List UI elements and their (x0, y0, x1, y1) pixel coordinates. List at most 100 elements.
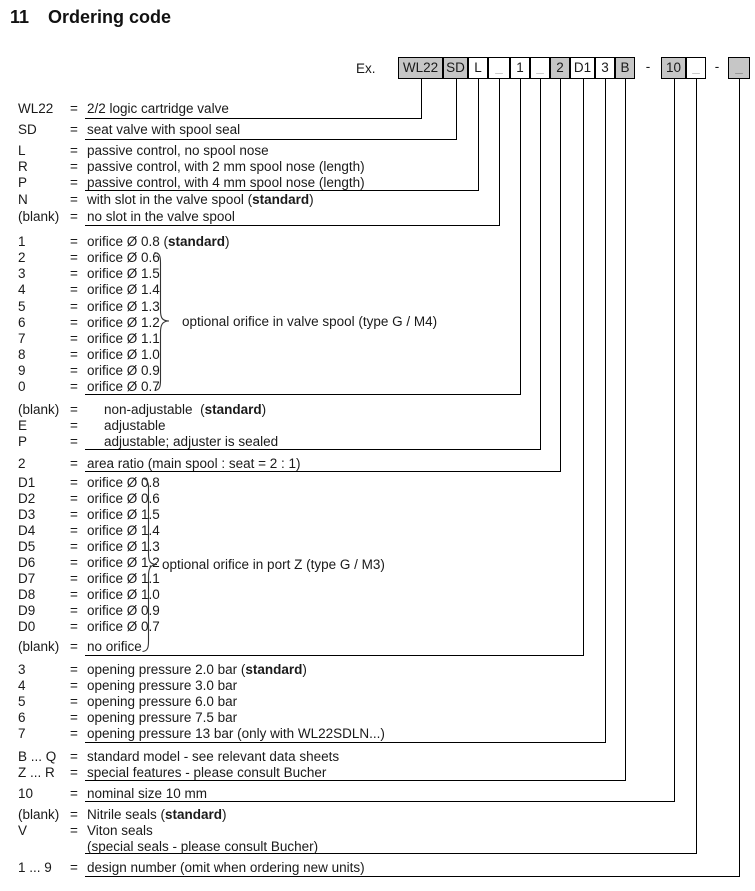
equals-sign: = (70, 250, 78, 265)
code-description: orifice Ø 1.4 (87, 523, 160, 538)
code-description: nominal size 10 mm (87, 786, 208, 801)
code-box-3: 3 (595, 57, 615, 79)
code-label: 8 (18, 347, 26, 362)
code-description: no orifice (87, 639, 142, 654)
code-description: Nitrile seals (standard) (87, 807, 227, 823)
connector-line-vertical (583, 79, 584, 656)
equals-sign: = (70, 786, 78, 801)
equals-sign: = (70, 726, 78, 741)
code-label: 10 (18, 786, 34, 801)
code-label: D9 (18, 603, 36, 618)
equals-sign: = (70, 823, 78, 838)
description-standard-emphasis: standard (252, 192, 310, 207)
equals-sign: = (70, 122, 78, 137)
code-description: orifice Ø 0.8 (87, 475, 160, 490)
grouping-brace (154, 251, 170, 392)
code-description: orifice Ø 0.6 (87, 250, 160, 265)
connector-line-vertical (674, 79, 675, 802)
code-separator-dash: - (645, 59, 651, 74)
code-label: 7 (18, 331, 26, 346)
equals-sign: = (70, 234, 78, 249)
equals-sign: = (70, 402, 78, 417)
equals-sign: = (70, 662, 78, 677)
code-description: with slot in the valve spool (standard) (87, 192, 314, 208)
code-description: design number (omit when ordering new un… (87, 860, 365, 875)
code-description: no slot in the valve spool (87, 209, 235, 224)
connector-underline (85, 742, 606, 743)
code-box-b: B (615, 57, 635, 79)
code-box-2: 2 (550, 57, 570, 79)
equals-sign: = (70, 523, 78, 538)
code-box-d1: D1 (570, 57, 595, 79)
description-text: orifice Ø 0.8 ( (87, 234, 169, 249)
code-label: (blank) (18, 209, 60, 224)
connector-underline (85, 118, 422, 119)
code-description: orifice Ø 1.1 (87, 571, 160, 586)
equals-sign: = (70, 143, 78, 158)
code-label: 1 ... 9 (18, 860, 52, 875)
code-box-placeholder: _ (530, 57, 550, 79)
code-description: orifice Ø 1.1 (87, 331, 160, 346)
connector-underline (85, 471, 561, 472)
code-label: D7 (18, 571, 36, 586)
description-text: ) (222, 807, 227, 822)
equals-sign: = (70, 807, 78, 822)
connector-line-vertical (520, 79, 521, 395)
connector-underline (85, 449, 541, 450)
code-label: Z ... R (18, 765, 55, 780)
code-label: SD (18, 122, 37, 137)
code-label: R (18, 159, 28, 174)
code-label: D3 (18, 507, 36, 522)
equals-sign: = (70, 587, 78, 602)
equals-sign: = (70, 434, 78, 449)
code-description: orifice Ø 0.9 (87, 363, 160, 378)
code-label: WL22 (18, 101, 54, 116)
code-label: 6 (18, 315, 26, 330)
connector-underline (85, 780, 626, 781)
description-standard-emphasis: standard (168, 234, 226, 249)
equals-sign: = (70, 192, 78, 207)
equals-sign: = (70, 639, 78, 654)
code-label: E (18, 418, 28, 433)
brace-label: optional orifice in valve spool (type G … (182, 314, 438, 329)
description-text: with slot in the valve spool ( (87, 192, 253, 207)
connector-underline (85, 225, 500, 226)
description-standard-emphasis: standard (204, 402, 262, 417)
code-label: 5 (18, 299, 26, 314)
equals-sign: = (70, 282, 78, 297)
example-label: Ex. (356, 61, 376, 76)
description-standard-emphasis: standard (245, 662, 303, 677)
connector-underline (85, 801, 675, 802)
code-box-10: 10 (661, 57, 686, 79)
code-label: P (18, 175, 28, 190)
connector-underline (85, 139, 457, 140)
code-label: N (18, 192, 28, 207)
equals-sign: = (70, 363, 78, 378)
connector-line-vertical (605, 79, 606, 743)
code-description: passive control, with 2 mm spool nose (l… (87, 159, 365, 174)
code-description: orifice Ø 0.8 (standard) (87, 234, 230, 250)
code-description: adjustable (104, 418, 166, 433)
code-label: D6 (18, 555, 36, 570)
code-label: D8 (18, 587, 36, 602)
code-description: passive control, no spool nose (87, 143, 269, 158)
code-label: D0 (18, 619, 36, 634)
code-label: 4 (18, 282, 26, 297)
equals-sign: = (70, 209, 78, 224)
connector-line-vertical (560, 79, 561, 472)
page-title: Ordering code (48, 7, 172, 27)
code-description: orifice Ø 0.6 (87, 491, 160, 506)
equals-sign: = (70, 491, 78, 506)
code-description: orifice Ø 1.5 (87, 266, 160, 281)
equals-sign: = (70, 539, 78, 554)
description-text: ) (309, 192, 314, 207)
code-box-placeholder: _ (728, 57, 750, 79)
code-label: V (18, 823, 28, 838)
code-label: L (18, 143, 26, 158)
code-separator-dash: - (714, 59, 720, 74)
equals-sign: = (70, 456, 78, 471)
code-label: 1 (18, 234, 26, 249)
equals-sign: = (70, 347, 78, 362)
connector-underline (85, 190, 479, 191)
